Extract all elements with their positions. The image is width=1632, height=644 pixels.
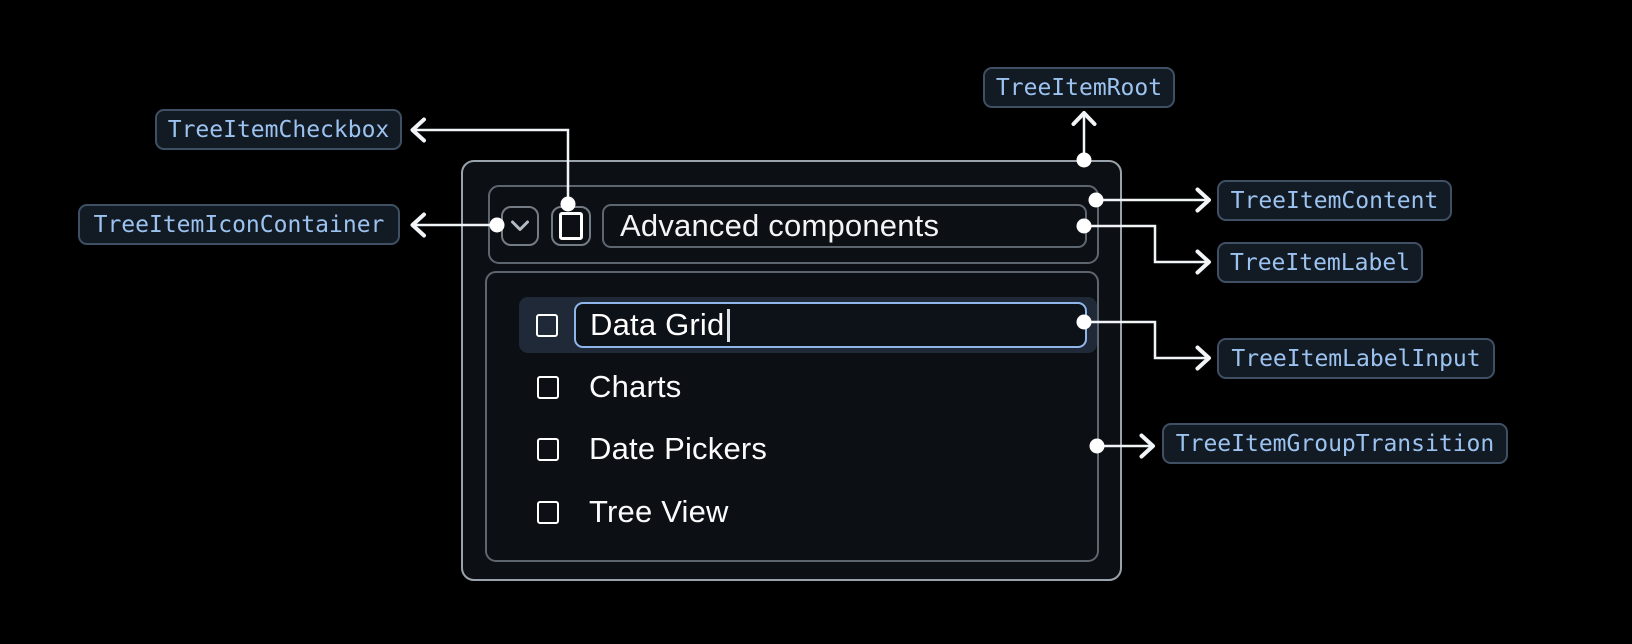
arrowhead-right [1198,252,1210,273]
checkbox-unchecked-icon[interactable] [537,437,559,461]
text-cursor [727,308,730,342]
checkbox-unchecked-icon[interactable] [537,375,559,399]
item-label-text: Date Pickers [589,431,768,466]
tree-item-row[interactable]: Charts [519,359,1097,415]
tree-item-label[interactable]: Advanced components [602,204,1087,248]
parent-label-text: Advanced components [620,208,940,243]
item-label-text: Tree View [589,494,729,529]
tree-item-row[interactable]: Tree View [519,484,1097,540]
arrowhead-left [413,120,425,141]
tree-item-checkbox[interactable] [551,206,591,246]
annotation-tree-item-root: TreeItemRoot [983,67,1175,108]
annotation-tree-item-content: TreeItemContent [1217,180,1452,221]
tree-item-row[interactable]: Date Pickers [519,421,1097,477]
arrowhead-right [1198,190,1210,211]
tree-item-row-editing[interactable]: Data Grid [519,297,1097,353]
annotation-tree-item-icon-container: TreeItemIconContainer [78,204,400,245]
annotation-tree-item-checkbox: TreeItemCheckbox [155,109,402,150]
arrowhead-right [1198,348,1210,369]
annotation-tree-item-label-input: TreeItemLabelInput [1217,338,1495,379]
checkbox-unchecked-icon [559,212,583,240]
tree-item-root: Advanced components Data Grid Charts Dat… [461,160,1122,581]
arrowhead-left [413,215,425,236]
annotation-tree-item-group-transition: TreeItemGroupTransition [1162,423,1508,464]
checkbox-unchecked-icon[interactable] [536,313,558,337]
label-input-text: Data Grid [590,307,725,342]
arrowhead-up [1074,113,1095,124]
tree-item-content[interactable]: Advanced components [488,185,1099,264]
tree-item-icon-container[interactable] [501,206,539,246]
tree-item-group-transition: Data Grid Charts Date Pickers Tree View [485,271,1099,562]
arrowhead-right [1142,436,1154,457]
item-label-text: Charts [589,369,682,404]
chevron-down-icon [510,220,530,232]
tree-item-label-input[interactable]: Data Grid [574,302,1087,348]
annotation-tree-item-label: TreeItemLabel [1217,242,1423,283]
checkbox-unchecked-icon[interactable] [537,500,559,524]
